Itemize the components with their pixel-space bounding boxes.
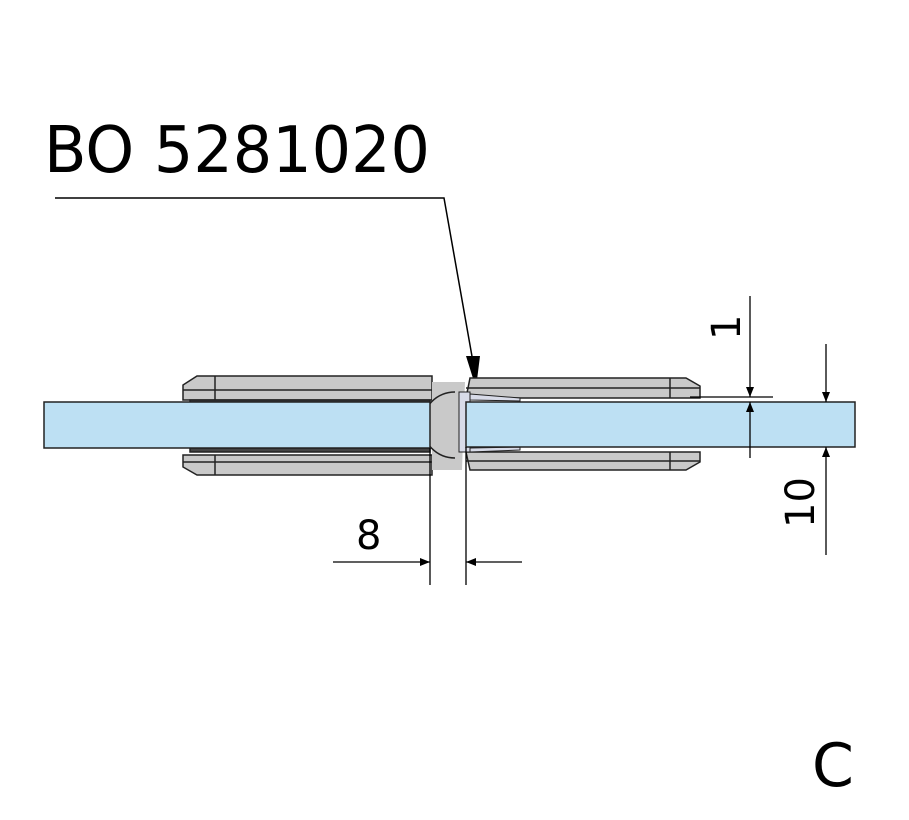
dimension-glass-thickness-label: 10 (778, 477, 824, 528)
dimension-offset (690, 296, 773, 458)
left-glass-panel (43, 401, 431, 449)
right-glass-panel (465, 401, 856, 448)
dimension-gap (333, 447, 522, 585)
view-label: C (812, 731, 854, 801)
part-number-label: BO 5281020 (44, 114, 430, 188)
dimension-offset-label: 1 (704, 315, 750, 340)
dimension-gap-label: 8 (356, 513, 381, 559)
leader-line (55, 197, 474, 363)
